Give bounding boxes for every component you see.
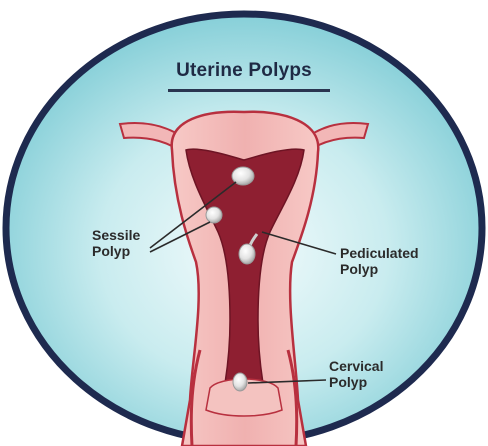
cervical-label-line2: Polyp [329,374,383,390]
sessile-label-line2: Polyp [92,243,140,259]
title-underline [168,89,330,92]
sessile-label-line1: Sessile [92,227,140,243]
cervical-polyp [233,373,247,391]
pediculated-label-line2: Polyp [340,261,419,277]
diagram-title: Uterine Polyps [0,60,488,82]
pediculated-polyp-label: Pediculated Polyp [340,245,419,277]
sessile-polyp-lower [206,207,222,223]
pediculated-label-line1: Pediculated [340,245,419,261]
sessile-polyp-label: Sessile Polyp [92,227,140,259]
cervical-label-line1: Cervical [329,358,383,374]
pediculated-polyp [239,244,255,264]
cervical-polyp-label: Cervical Polyp [329,358,383,390]
